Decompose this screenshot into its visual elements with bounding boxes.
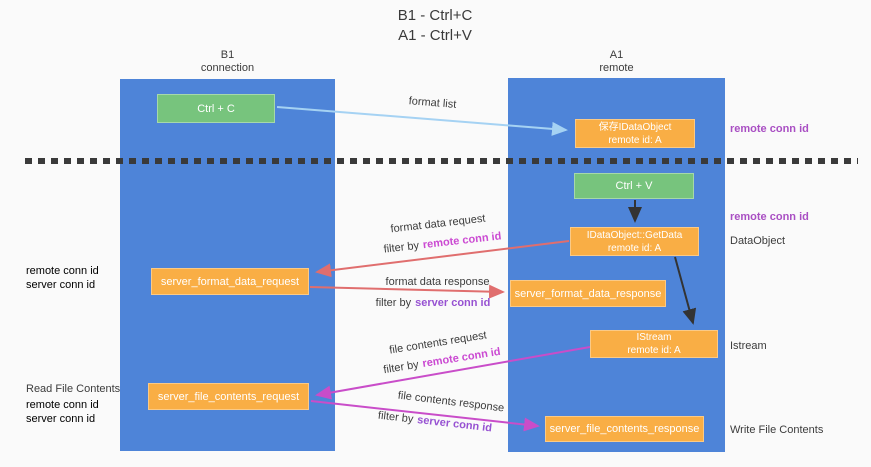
arrow-format-list [276, 106, 568, 136]
server-file-contents-response-label: server_file_contents_response [549, 423, 700, 435]
server-file-contents-response-node: server_file_contents_response [545, 416, 704, 442]
server-format-data-response-label: server_format_data_response [514, 287, 662, 300]
ctrl-v-label: Ctrl + V [615, 180, 653, 192]
arrow-getdata-to-istream [674, 256, 697, 325]
format-data-response-edge-label: format data response [385, 276, 490, 288]
remote-conn-id-annotation-top: remote conn id [730, 123, 809, 135]
getdata-line2: remote id: A [607, 242, 662, 254]
save-idataobject-line2: remote id: A [608, 134, 662, 146]
remote-conn-id-annotation-mid: remote conn id [730, 211, 809, 223]
left-conn-id-annotation-group: remote conn id server conn id [26, 264, 99, 292]
istream-annotation: Istream [730, 340, 767, 352]
write-file-contents-annotation: Write File Contents [730, 424, 824, 436]
istream-line2: remote id: A [627, 345, 681, 356]
server-file-contents-request-node: server_file_contents_request [148, 383, 309, 410]
save-idataobject-line1: 保存IDataObject [598, 121, 672, 133]
ctrl-v-node: Ctrl + V [574, 173, 694, 199]
right-column-subtitle: remote [599, 62, 634, 74]
right-column-title: A1 [609, 49, 624, 61]
dataobject-annotation: DataObject [730, 235, 786, 247]
title-line-2: A1 - Ctrl+V [398, 27, 472, 44]
read-file-contents-label: Read File Contents [26, 383, 121, 395]
left-remote-conn-id-label: remote conn id [26, 265, 99, 277]
arrow-format-data-response [309, 284, 505, 299]
arrow-file-contents-request [315, 346, 591, 400]
getdata-line1: IDataObject::GetData [586, 229, 683, 241]
arrow-file-contents-response [310, 400, 540, 432]
arrow-format-data-request [315, 240, 570, 278]
server-file-contents-request-label: server_file_contents_request [157, 390, 300, 403]
left-column-subtitle: connection [200, 62, 255, 74]
diagram-title: B1 - Ctrl+C A1 - Ctrl+V [330, 6, 540, 46]
server-format-data-request-label: server_format_data_request [160, 275, 300, 288]
left-column-header: B1 connection [120, 49, 335, 75]
left-column-title: B1 [220, 49, 235, 61]
save-idataobject-node: 保存IDataObject remote id: A [575, 119, 695, 148]
title-line-1: B1 - Ctrl+C [397, 7, 473, 24]
left-server-conn-id-label-2: server conn id [26, 413, 96, 425]
ctrl-c-label: Ctrl + C [197, 102, 235, 115]
ctrl-c-node: Ctrl + C [157, 94, 275, 123]
istream-node: IStream remote id: A [590, 330, 718, 358]
server-format-data-response-node: server_format_data_response [510, 280, 666, 307]
idataobject-getdata-node: IDataObject::GetData remote id: A [570, 227, 699, 256]
session-separator-dashed-line [25, 158, 858, 164]
right-column-header: A1 remote [508, 49, 725, 75]
server-format-data-request-node: server_format_data_request [151, 268, 309, 295]
left-server-conn-id-label: server conn id [26, 279, 96, 291]
read-file-contents-annotation-group: Read File Contents remote conn id server… [26, 382, 120, 426]
istream-line1: IStream [636, 332, 672, 343]
left-remote-conn-id-label-2: remote conn id [26, 399, 99, 411]
